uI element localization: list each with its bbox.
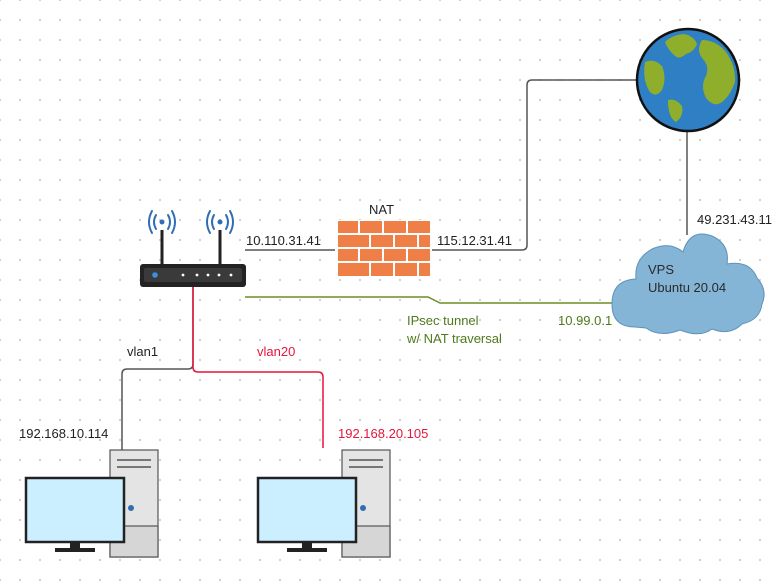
ipsec-tunnel-link bbox=[245, 296, 612, 304]
firewall-outside-ip-label: 115.12.31.41 bbox=[437, 233, 512, 248]
tunnel-endpoint-ip-label: 10.99.0.1 bbox=[558, 313, 613, 328]
computer-icon[interactable] bbox=[256, 449, 391, 558]
vps-public-ip-label: 49.231.43.11 bbox=[697, 212, 772, 227]
pc1-ip-label: 192.168.10.114 bbox=[19, 426, 109, 441]
nat-label: NAT bbox=[369, 202, 395, 217]
tunnel-label-line2: w/ NAT traversal bbox=[407, 331, 502, 346]
vlan1-link bbox=[121, 287, 194, 450]
vlan1-label: vlan1 bbox=[127, 344, 159, 359]
vps-name-label: VPS bbox=[648, 262, 675, 277]
firewall-internet-link bbox=[432, 79, 640, 251]
router-wan-ip-label: 10.110.31.41 bbox=[246, 233, 321, 248]
vlan20-link bbox=[192, 287, 324, 448]
router-icon[interactable] bbox=[140, 210, 246, 287]
computer-icon[interactable] bbox=[24, 449, 159, 558]
tunnel-label-line1: IPsec tunnel bbox=[407, 313, 479, 328]
vlan20-label: vlan20 bbox=[257, 344, 296, 359]
pc2-ip-label: 192.168.20.105 bbox=[338, 426, 429, 441]
cloud-icon bbox=[611, 233, 765, 335]
globe-icon bbox=[635, 27, 741, 133]
vps-os-label: Ubuntu 20.04 bbox=[648, 280, 727, 295]
firewall-icon bbox=[336, 220, 431, 278]
